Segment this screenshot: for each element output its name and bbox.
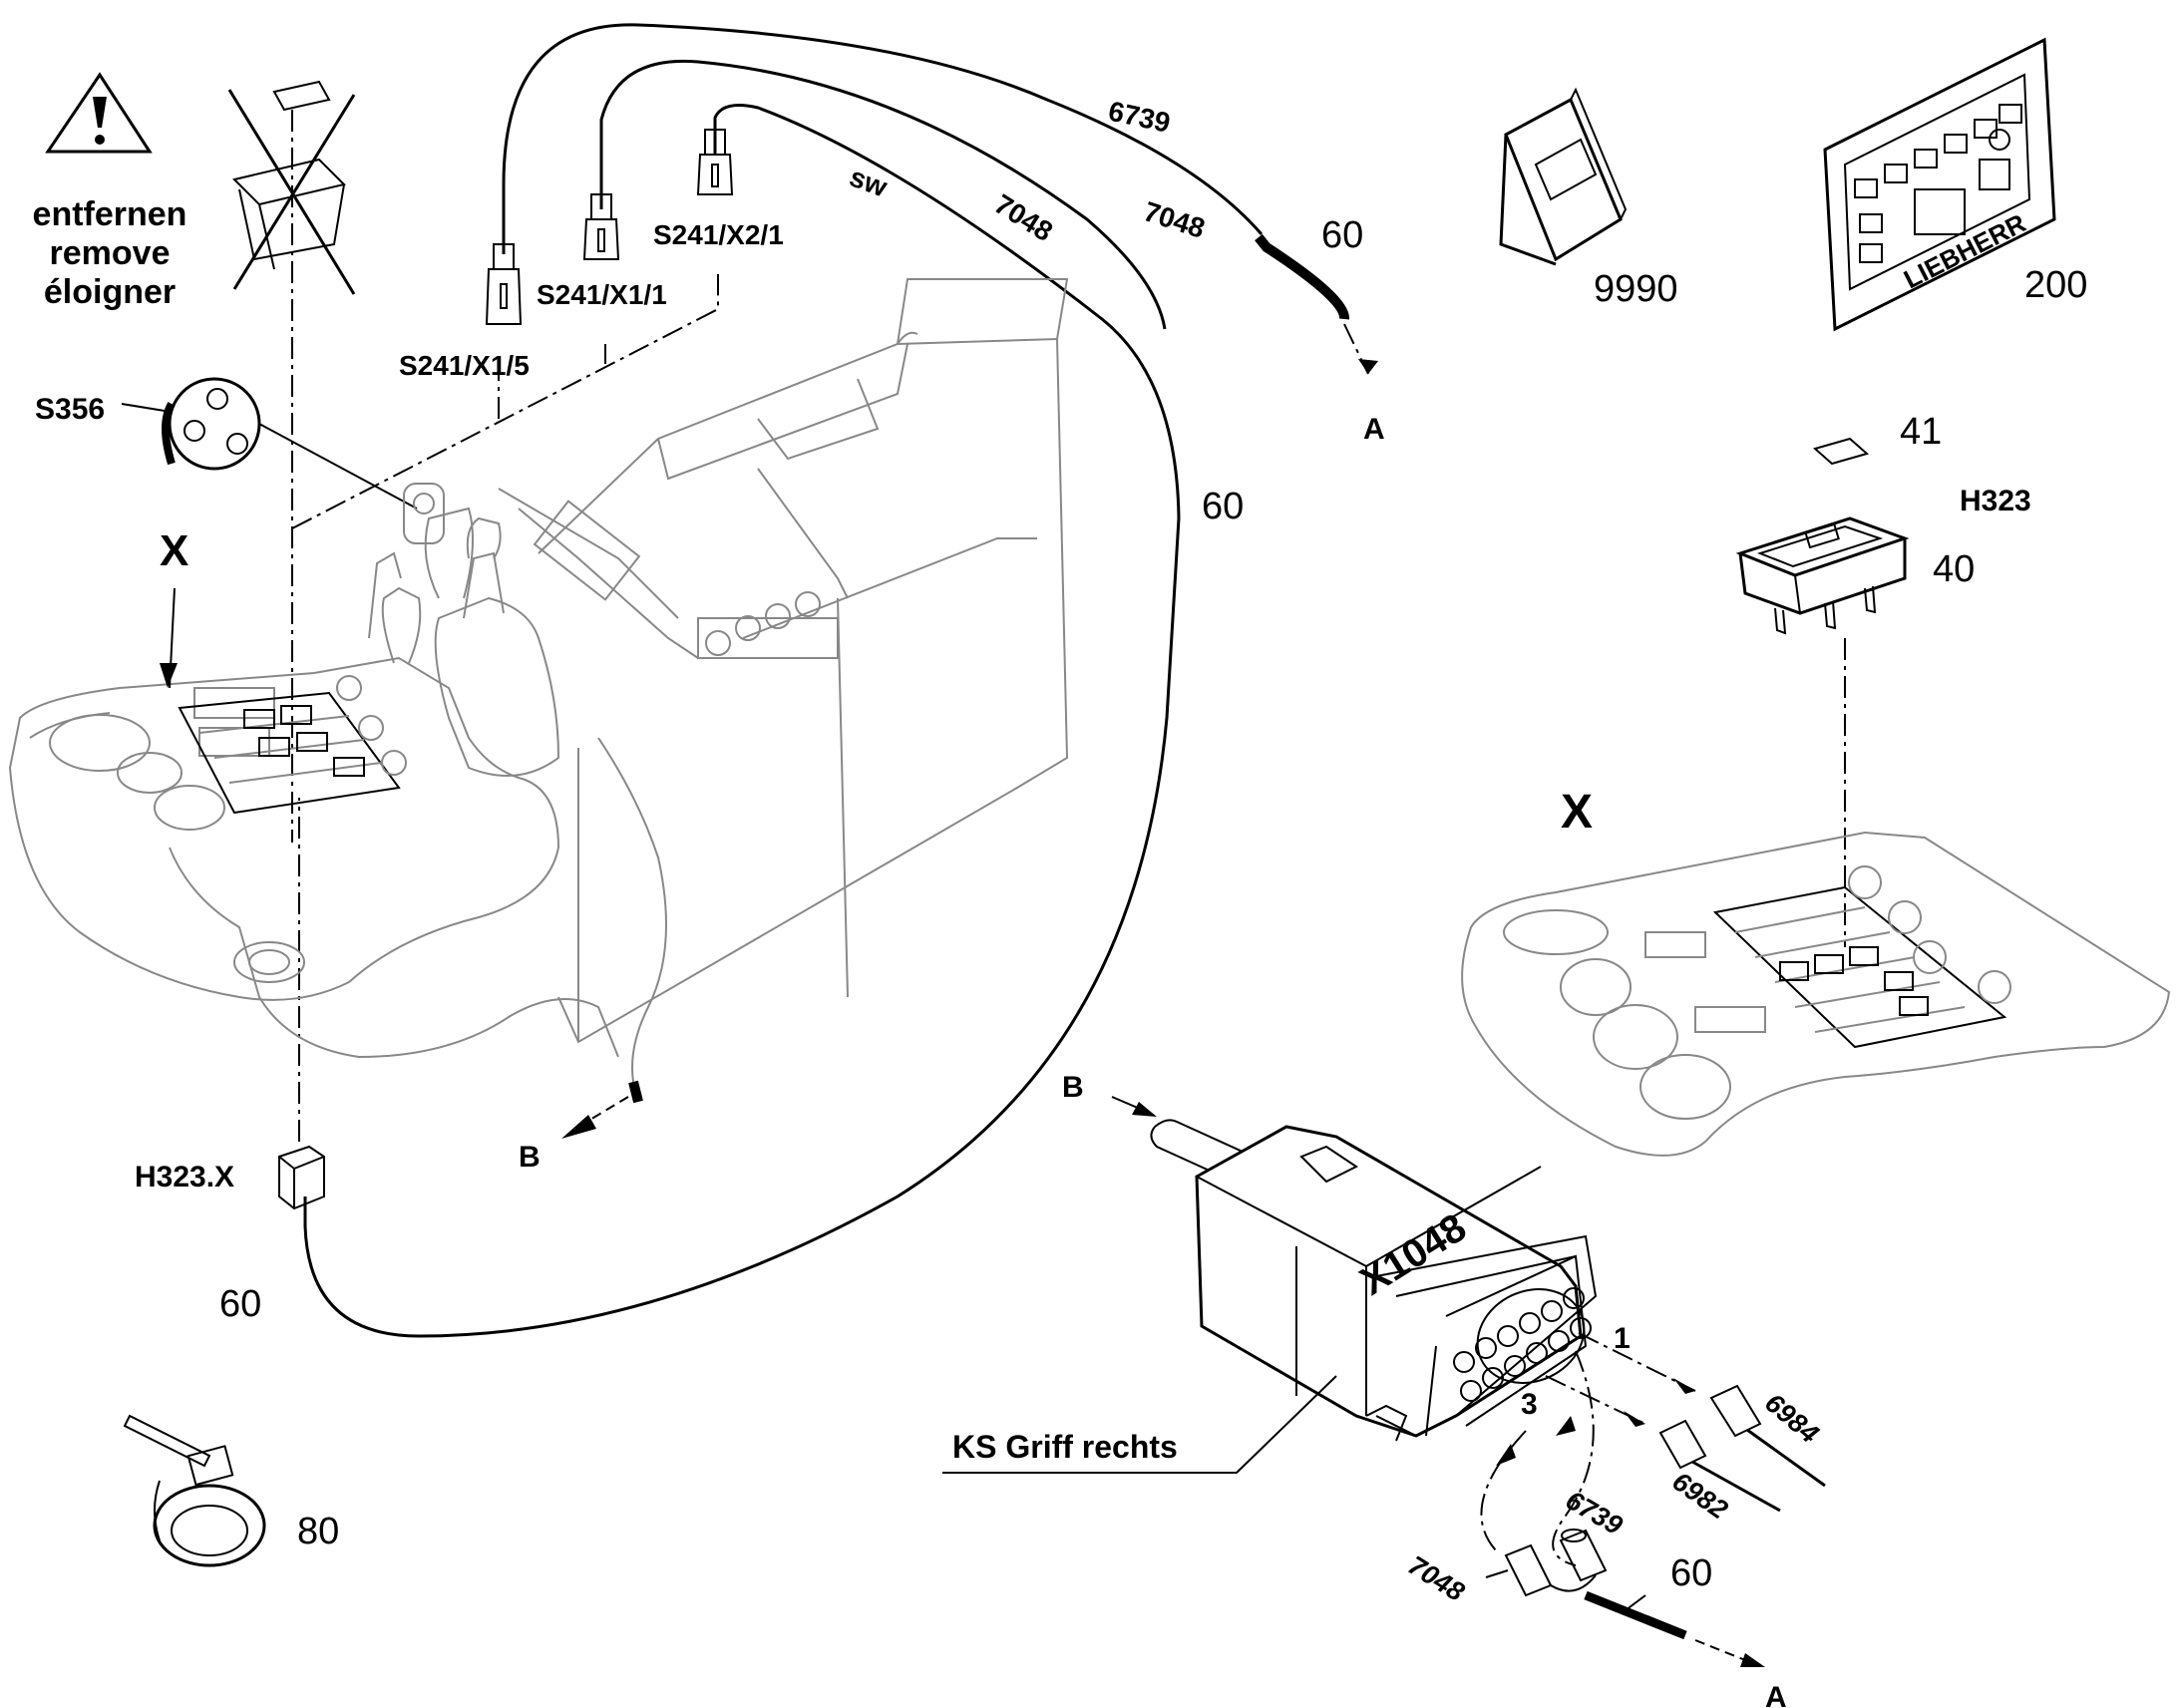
ref-b-right: B	[1062, 1071, 1084, 1104]
item-60-left: 60	[219, 1283, 261, 1325]
item-200: 200	[2024, 264, 2087, 306]
item-41: 41	[1900, 411, 1942, 453]
switch-panel	[178, 675, 407, 815]
view-x-left: X	[160, 526, 188, 575]
item-80: 80	[297, 1511, 339, 1552]
ref-b-left: B	[519, 1141, 541, 1174]
wire-label-7048-bottom: 7048	[1403, 1550, 1470, 1607]
pin-sleeve-7048-icon	[1504, 1543, 1553, 1597]
ref-a-top: A	[1363, 413, 1385, 446]
pin-sleeve-6984-icon	[1709, 1384, 1826, 1488]
warning-text-de: entfernen	[33, 195, 187, 233]
view-x-right: X	[1561, 786, 1593, 839]
decal-sheet-icon: LIEBHERR	[1823, 37, 2056, 332]
item-60-bottom: 60	[1670, 1552, 1712, 1594]
ref-a-bottom: A	[1765, 1681, 1787, 1708]
terminal-wire-1	[303, 23, 1264, 1338]
label-h323: H323	[1960, 485, 2031, 517]
warning-text-en: remove	[50, 234, 171, 272]
item-60-top: 60	[1321, 214, 1363, 256]
pin-sleeve-6982-icon	[1658, 1419, 1781, 1513]
wire-label-6982: 6982	[1667, 1466, 1733, 1525]
wire-label-6739-top: 6739	[1106, 96, 1173, 139]
item-40: 40	[1933, 548, 1975, 590]
connector-x1048-icon	[1150, 1119, 1598, 1442]
label-s356: S356	[35, 393, 105, 426]
label-s241-x1-5: S241/X1/5	[399, 350, 530, 381]
label-ks-griff-rechts: KS Griff rechts	[952, 1429, 1178, 1465]
terminal-s241-x2-1-icon	[696, 129, 734, 195]
wire-label-6984: 6984	[1759, 1388, 1824, 1450]
pin-label-1: 1	[1614, 1322, 1631, 1355]
cable-tie-icon	[123, 1414, 266, 1567]
switch-cap-icon	[1812, 437, 1870, 466]
label-s241-x2-1: S241/X2/1	[653, 219, 784, 250]
warning-icon	[45, 72, 153, 154]
item-9990: 9990	[1594, 268, 1678, 310]
switch-h323-icon	[1735, 516, 1910, 635]
pin-sleeve-6739-icon	[1559, 1529, 1608, 1582]
connector-h323x-icon	[278, 1145, 325, 1210]
manual-book-icon	[1499, 87, 1628, 266]
wire-label-7048-b: 7048	[1140, 195, 1209, 244]
warning-text-fr: éloigner	[44, 273, 176, 311]
terminal-s241-x1-5-icon	[485, 243, 523, 325]
item-60-mid: 60	[1202, 486, 1244, 527]
label-s241-x1-1: S241/X1/1	[537, 279, 667, 310]
wire-label-7048-a: 7048	[989, 188, 1058, 247]
pin-label-3: 3	[1521, 1388, 1538, 1421]
right-control-panel	[1461, 831, 2171, 1157]
terminal-s241-x1-1-icon	[582, 193, 620, 260]
wire-label-6739-bottom: 6739	[1561, 1485, 1628, 1540]
s356-switch-icon	[162, 377, 261, 471]
left-console	[8, 278, 1069, 1104]
label-h323x: H323.X	[135, 1161, 234, 1194]
